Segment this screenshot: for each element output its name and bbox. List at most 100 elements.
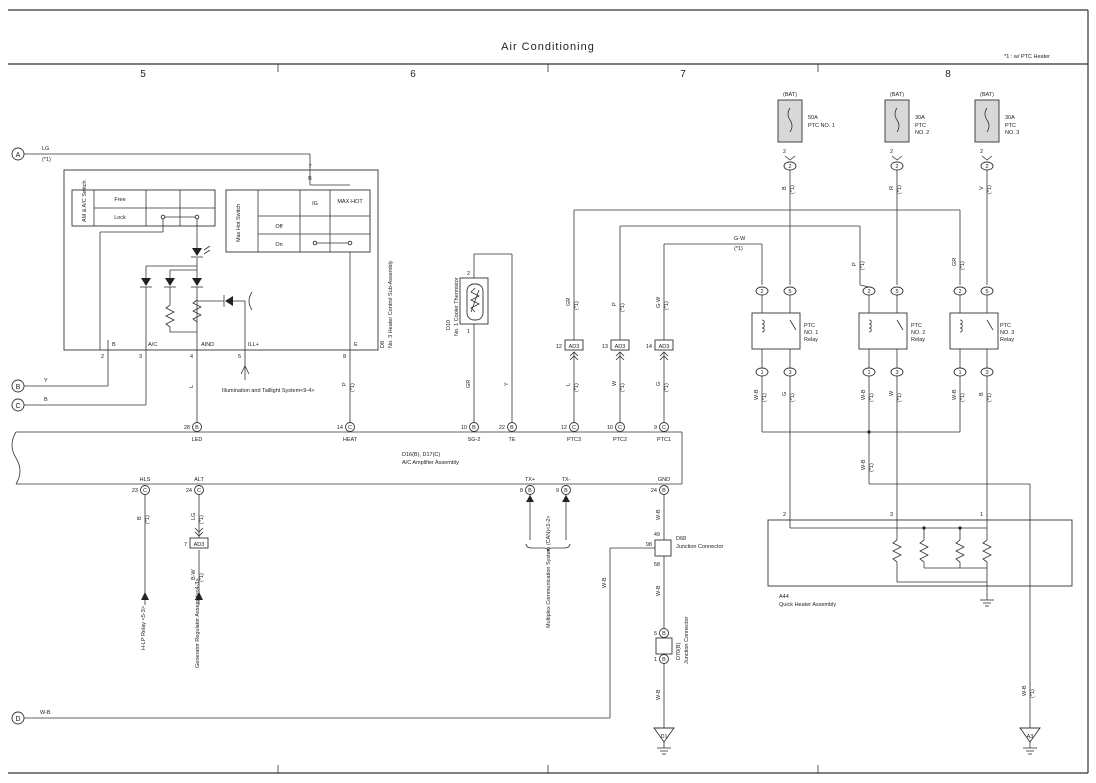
svg-text:TX-: TX-: [562, 477, 571, 483]
svg-text:(*1): (*1): [664, 301, 670, 310]
svg-text:V: V: [979, 186, 985, 190]
svg-text:AD3: AD3: [615, 344, 626, 350]
svg-text:C: C: [15, 403, 20, 410]
svg-text:D10: D10: [446, 320, 452, 330]
svg-text:TE: TE: [508, 437, 515, 443]
svg-text:B-W: B-W: [191, 569, 197, 581]
svg-text:D70(B): D70(B): [676, 642, 682, 660]
svg-text:3: 3: [890, 512, 893, 518]
can-circuit: Multiplex Communication System (CAN)<2-2…: [525, 495, 571, 628]
svg-text:G: G: [782, 392, 788, 396]
max-hot-switch: Max Hot Switch: [236, 204, 242, 242]
svg-text:Free: Free: [114, 197, 125, 203]
svg-text:B: B: [662, 631, 666, 637]
svg-text:P: P: [612, 302, 618, 306]
svg-text:(*1): (*1): [869, 393, 875, 402]
svg-text:B: B: [528, 488, 532, 494]
svg-text:2: 2: [783, 512, 786, 518]
svg-text:PTC3: PTC3: [567, 437, 581, 443]
svg-text:8: 8: [343, 354, 346, 360]
svg-text:P: P: [852, 262, 858, 266]
svg-text:12: 12: [556, 344, 562, 350]
ground-a3: A3: [1019, 727, 1041, 755]
svg-text:2: 2: [467, 271, 470, 277]
svg-text:(*1): (*1): [574, 383, 580, 392]
svg-text:E: E: [354, 342, 358, 348]
d70-name: Junction Connector: [684, 616, 690, 664]
svg-text:24: 24: [651, 488, 657, 494]
svg-text:10: 10: [607, 425, 613, 431]
svg-text:SG-2: SG-2: [468, 437, 481, 443]
indicator-led-icon: [191, 245, 211, 258]
d68-name: Junction Connector: [676, 544, 724, 550]
svg-text:B: B: [112, 342, 116, 348]
svg-text:49: 49: [654, 532, 660, 538]
svg-text:(BAT): (BAT): [980, 92, 994, 98]
can-note: Multiplex Communication System (CAN)<2-2…: [546, 516, 552, 628]
fuse-ptc1: (BAT) 50A PTC NO. 1 2 2 B (*1): [777, 92, 835, 194]
svg-text:PTC: PTC: [1005, 123, 1016, 129]
svg-text:D: D: [15, 716, 20, 723]
svg-text:2: 2: [760, 289, 763, 295]
svg-text:9: 9: [556, 488, 559, 494]
wire-b: Y: [44, 378, 48, 384]
svg-text:R: R: [889, 186, 895, 190]
svg-text:2: 2: [890, 149, 893, 155]
svg-text:ALT: ALT: [194, 477, 204, 483]
fuse-ptc2: (BAT) 30A PTC NO. 2 2 2 R (*1): [884, 92, 929, 194]
svg-text:2: 2: [867, 289, 870, 295]
svg-text:5: 5: [238, 354, 241, 360]
svg-text:W-B: W-B: [656, 509, 662, 520]
svg-text:58: 58: [654, 562, 660, 568]
svg-text:LED: LED: [192, 437, 203, 443]
connector-c: C B: [11, 350, 147, 412]
column-5: 5: [140, 69, 146, 80]
svg-text:AIND: AIND: [201, 342, 214, 348]
svg-text:TX+: TX+: [525, 477, 535, 483]
svg-text:C: C: [618, 425, 622, 431]
svg-text:(*1): (*1): [860, 261, 866, 270]
svg-text:1: 1: [867, 370, 870, 376]
svg-text:W-B: W-B: [656, 585, 662, 596]
svg-text:B: B: [662, 657, 666, 663]
svg-text:W-B: W-B: [754, 389, 760, 400]
svg-text:PTC: PTC: [915, 123, 926, 129]
svg-text:W-B: W-B: [656, 689, 662, 700]
svg-text:(*1): (*1): [1030, 689, 1036, 698]
svg-text:Y: Y: [504, 382, 510, 386]
wire-c: B: [44, 397, 48, 403]
svg-text:Relay: Relay: [1000, 337, 1014, 343]
svg-text:2: 2: [980, 149, 983, 155]
svg-text:(*1): (*1): [762, 393, 768, 402]
svg-text:(*1): (*1): [987, 393, 993, 402]
svg-text:(*1): (*1): [734, 246, 743, 252]
svg-text:GR: GR: [466, 380, 472, 388]
ground-path: W-B 49 98 58 D68 Junction Connector W-B …: [602, 495, 724, 755]
svg-text:3: 3: [895, 370, 898, 376]
heater-control-d8: 7 B AM & A/C Switch Free Lock Max Hot Sw…: [63, 164, 394, 360]
illumination-note: Illumination and Taillight System<9-4>: [222, 388, 315, 394]
svg-text:Relay: Relay: [911, 337, 925, 343]
svg-text:GND: GND: [658, 477, 670, 483]
svg-text:1: 1: [654, 657, 657, 663]
svg-text:G-W: G-W: [656, 296, 662, 308]
svg-text:(*1): (*1): [350, 383, 356, 392]
svg-text:Relay: Relay: [804, 337, 818, 343]
svg-text:30A: 30A: [915, 115, 925, 121]
svg-text:PTC: PTC: [911, 323, 922, 329]
svg-text:(*1): (*1): [199, 515, 205, 524]
svg-text:(*1): (*1): [790, 185, 796, 194]
svg-text:W-B: W-B: [861, 459, 867, 470]
connector-a: A LG (*1): [11, 146, 311, 170]
svg-text:(*1): (*1): [664, 383, 670, 392]
svg-text:P: P: [342, 382, 348, 386]
column-8: 8: [945, 69, 951, 80]
svg-text:28: 28: [184, 425, 190, 431]
svg-text:(*1): (*1): [960, 393, 966, 402]
svg-text:NO. 3: NO. 3: [1005, 130, 1019, 136]
svg-text:(*1): (*1): [897, 393, 903, 402]
svg-text:2: 2: [895, 164, 898, 170]
svg-text:PTC: PTC: [1000, 323, 1011, 329]
svg-text:W-B: W-B: [1022, 685, 1028, 696]
wire-d: W-B: [40, 710, 51, 716]
